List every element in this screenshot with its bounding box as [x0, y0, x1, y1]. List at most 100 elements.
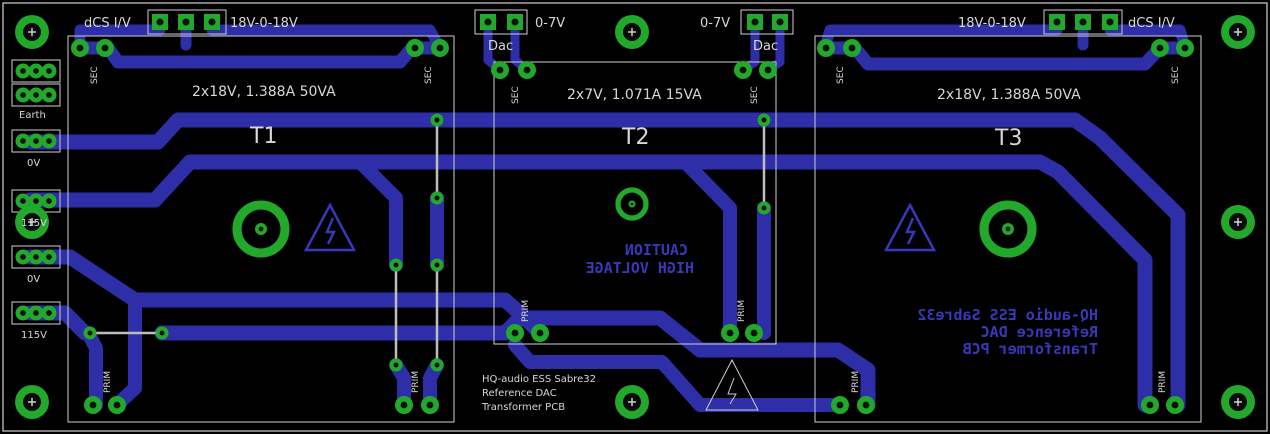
connector-pad-left-1-1-hole [33, 92, 39, 98]
label-t3: T3 [994, 126, 1022, 151]
label-t2-sec-left: SEC [511, 86, 521, 104]
label-t3-sec-right: SEC [1171, 66, 1181, 84]
transformer-pad-4-hole [496, 66, 504, 74]
connector-pad-left-0-0-hole [20, 68, 26, 74]
note-silk-line1: HQ-audio ESS Sabre32 [482, 374, 596, 385]
connector-pad-top-5-hole [751, 18, 759, 26]
silkscreen-outlines [11, 9, 1202, 423]
copper-labels: CAUTION HIGH VOLTAGE HQ-audio ESS Sabre3… [586, 241, 1098, 358]
label-t3-prim-right: PRIM [1158, 371, 1168, 393]
caution-line2: HIGH VOLTAGE [586, 259, 694, 277]
connector-pad-left-1-2-hole [46, 92, 52, 98]
transformer-pad-1-hole [101, 44, 109, 52]
connector-pad-left-4-1-hole [33, 254, 39, 260]
transformer-pad-19-hole [750, 329, 758, 337]
copper-note-line3: Transformer PCB [963, 340, 1098, 358]
connector-pad-left-2-2-hole [46, 138, 52, 144]
transformer-centre-hole-0 [258, 226, 264, 232]
note-silk-line2: Reference DAC [482, 388, 557, 399]
connector-pad-top-4-hole [511, 18, 519, 26]
label-0v-a: 0V [27, 158, 40, 169]
connector-pad-left-2-1-hole [33, 138, 39, 144]
transformer-centre-ring-1 [615, 187, 649, 221]
connector-pad-left-5-2-hole [46, 310, 52, 316]
label-t2-sec-right: SEC [750, 86, 760, 104]
connector-pad-top-7-hole [1053, 18, 1061, 26]
label-earth: Earth [19, 110, 46, 121]
label-t2-rating: 2x7V, 1.071A 15VA [567, 87, 702, 103]
transformer-centre-hole-1 [630, 202, 634, 206]
mounting-hole-cross-1 [28, 218, 36, 226]
label-115v-a: 115V [21, 218, 47, 229]
note-silk-line3: Transformer PCB [481, 402, 565, 413]
connector-pad-top-1-hole [182, 18, 190, 26]
connector-pad-top-2-hole [208, 18, 216, 26]
transformer-pad-6-hole [739, 66, 747, 74]
label-top-left-18v: 18V-0-18V [230, 16, 298, 31]
label-0v-b: 0V [27, 274, 40, 285]
transformer-pad-7-hole [764, 66, 772, 74]
caution-line1: CAUTION [625, 241, 688, 259]
connector-pad-left-3-1-hole [33, 198, 39, 204]
via-2-hole [434, 262, 440, 268]
label-top-mid-right-dac: Dac [753, 39, 778, 54]
transformer-pad-10-hole [1156, 44, 1164, 52]
connector-pad-top-0-hole [156, 18, 164, 26]
label-t1-rating: 2x18V, 1.388A 50VA [192, 84, 336, 100]
label-t2-prim-right: PRIM [737, 300, 747, 322]
pads-layer [15, 14, 1255, 419]
mounting-hole-cross-2 [28, 398, 36, 406]
transformer-pad-14-hole [400, 401, 408, 409]
connector-pad-left-5-0-hole [20, 310, 26, 316]
transformer-pad-18-hole [726, 329, 734, 337]
label-t2-prim-left: PRIM [521, 300, 531, 322]
transformer-pad-3-hole [436, 44, 444, 52]
transformer-pad-21-hole [862, 401, 870, 409]
connector-pad-left-3-0-hole [20, 198, 26, 204]
via-5-hole [393, 362, 399, 368]
connector-pad-top-9-hole [1106, 18, 1114, 26]
label-t3-rating: 2x18V, 1.388A 50VA [937, 87, 1081, 103]
via-0-hole [434, 117, 440, 123]
label-top-mid-left-7v: 0-7V [535, 16, 565, 31]
transformer-pad-16-hole [511, 329, 519, 337]
label-top-right-dcs: dCS I/V [1128, 16, 1175, 31]
transformer-pad-2-hole [411, 44, 419, 52]
transformer-pad-20-hole [836, 401, 844, 409]
via-7-hole [159, 330, 165, 336]
connector-pad-top-6-hole [776, 18, 784, 26]
connector-pad-left-4-2-hole [46, 254, 52, 260]
connector-pad-left-5-1-hole [33, 310, 39, 316]
label-t3-sec-left: SEC [836, 66, 846, 84]
copper-note-line1: HQ-audio ESS Sabre32 [917, 306, 1098, 324]
transformer-pad-5-hole [523, 66, 531, 74]
label-top-mid-left-dac: Dac [488, 39, 513, 54]
transformer-pad-23-hole [1171, 401, 1179, 409]
connector-pad-left-2-0-hole [20, 138, 26, 144]
mounting-hole-cross-5 [1234, 28, 1242, 36]
mounting-hole-cross-0 [28, 28, 36, 36]
label-t1-sec-right: SEC [424, 66, 434, 84]
label-t1: T1 [249, 124, 277, 149]
connector-pad-left-1-0-hole [20, 92, 26, 98]
via-4-hole [393, 262, 399, 268]
hazard-icon [303, 202, 937, 252]
label-t1-prim-right: PRIM [411, 371, 421, 393]
transformer-pad-13-hole [113, 401, 121, 409]
airwires [90, 120, 766, 365]
via-3-hole [434, 362, 440, 368]
transformer-pad-11-hole [1181, 44, 1189, 52]
mounting-hole-cross-4 [628, 398, 636, 406]
copper-note-line2: Reference DAC [981, 323, 1098, 341]
connector-pad-left-0-2-hole [46, 68, 52, 74]
transformer-pad-15-hole [426, 401, 434, 409]
silkscreen-labels: dCS I/V 18V-0-18V 0-7V Dac 0-7V Dac 18V-… [19, 16, 1181, 413]
via-9-hole [761, 205, 767, 211]
transformer-centre-ring-2 [979, 200, 1037, 258]
transformer-pad-0-hole [76, 44, 84, 52]
label-top-left-dcs: dCS I/V [84, 16, 131, 31]
mounting-hole-cross-6 [1234, 218, 1242, 226]
transformer-pad-8-hole [822, 44, 830, 52]
label-t2: T2 [621, 125, 649, 150]
transformer-pad-17-hole [536, 329, 544, 337]
